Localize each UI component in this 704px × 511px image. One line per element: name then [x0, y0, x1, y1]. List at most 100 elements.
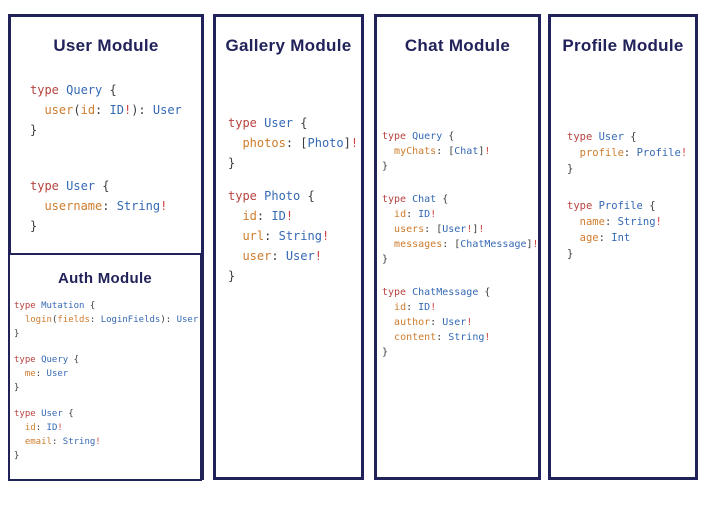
code-token: :	[271, 249, 286, 263]
code-token: id	[24, 423, 36, 433]
code-block: type Chat { id: ID! users: [User!]! mess…	[382, 192, 539, 267]
code-token	[30, 199, 44, 213]
code-token: : [	[285, 136, 308, 150]
code-token: !	[655, 216, 662, 228]
chat-module-title: Chat Module	[404, 36, 511, 55]
code-token	[14, 369, 25, 379]
code-block: type Query { myChats: [Chat]!}	[382, 129, 539, 174]
code-line: me: User	[14, 367, 198, 381]
code-line: photos: [Photo]!	[228, 133, 358, 153]
code-token: type	[228, 189, 265, 203]
code-token: }	[14, 451, 20, 461]
code-token: Photo	[307, 136, 344, 150]
code-token: ):	[160, 315, 177, 325]
code-token: :	[623, 147, 637, 159]
code-token: User	[285, 249, 315, 263]
code-token: type	[14, 301, 42, 311]
code-token	[14, 423, 25, 433]
code-token: {	[630, 131, 637, 143]
code-line: myChats: [Chat]!	[382, 144, 539, 159]
code-token: !	[350, 136, 359, 150]
code-block: type Photo { id: ID! url: String! user: …	[228, 186, 358, 286]
code-token	[30, 103, 44, 117]
code-token: type	[382, 131, 413, 142]
code-block: type Profile { name: String! age: Int}	[567, 198, 687, 262]
code-line: users: [User!]!	[382, 222, 539, 237]
code-token: String	[278, 229, 322, 243]
code-line: }	[14, 381, 198, 395]
code-line: }	[228, 153, 358, 173]
code-token: User	[264, 116, 301, 130]
code-token: type	[14, 409, 42, 419]
code-token: User	[66, 179, 103, 193]
code-token: User	[442, 317, 467, 328]
code-token: me	[24, 369, 36, 379]
profile-module-code: type User { profile: Profile!}type Profi…	[567, 129, 687, 283]
code-token: {	[484, 287, 491, 298]
code-line: type User {	[228, 113, 358, 133]
code-token: }	[567, 248, 574, 260]
code-token: }	[14, 329, 20, 339]
code-token: {	[300, 116, 308, 130]
code-token: type	[567, 200, 599, 212]
code-token: ]	[526, 239, 533, 250]
code-token: user	[44, 103, 74, 117]
code-token: :	[102, 199, 117, 213]
code-token: id	[394, 302, 407, 313]
code-token: Chat	[454, 146, 479, 157]
code-token	[14, 437, 25, 447]
code-line: type User {	[30, 176, 182, 196]
code-token: {	[442, 194, 449, 205]
code-token	[567, 232, 580, 244]
code-token: !	[680, 147, 688, 159]
code-token: User	[598, 131, 631, 143]
code-line: type Chat {	[382, 192, 539, 207]
code-token: type	[30, 179, 67, 193]
code-line: type Query {	[14, 353, 198, 367]
code-token: :	[35, 423, 47, 433]
code-token: fields	[57, 315, 90, 325]
code-block: type Query { me: User}	[14, 353, 198, 395]
code-line: username: String!	[30, 196, 182, 216]
code-token: users	[394, 224, 425, 235]
code-token	[382, 239, 394, 250]
code-token	[382, 224, 394, 235]
code-token: :	[264, 229, 279, 243]
code-token: type	[30, 83, 67, 97]
code-token: (	[51, 315, 58, 325]
code-line: }	[567, 246, 687, 262]
code-line: }	[382, 345, 539, 360]
code-token: type	[14, 355, 42, 365]
code-token: Profile	[598, 200, 650, 212]
code-token: !	[430, 209, 437, 220]
code-token: ]	[478, 146, 485, 157]
code-token	[567, 216, 580, 228]
auth-module-code: type Mutation { login(fields: LoginField…	[14, 299, 198, 475]
code-block: type User { id: ID! email: String!}	[14, 407, 198, 463]
code-token: user	[242, 249, 272, 263]
code-token: age	[579, 232, 599, 244]
code-token: name	[579, 216, 605, 228]
code-token: }	[14, 383, 20, 393]
code-token: :	[51, 437, 63, 447]
code-line: type User {	[567, 129, 687, 145]
code-token: ID	[271, 209, 286, 223]
code-token: LoginFields	[100, 315, 161, 325]
code-line: }	[14, 449, 198, 463]
code-token: !	[484, 146, 491, 157]
code-line: type Photo {	[228, 186, 358, 206]
code-line: }	[14, 327, 198, 341]
code-line: type Mutation {	[14, 299, 198, 313]
code-token: }	[228, 269, 236, 283]
code-token: profile	[579, 147, 624, 159]
code-line: }	[382, 159, 539, 174]
code-token: !	[57, 423, 63, 433]
code-token: content	[394, 332, 437, 343]
code-token: !	[160, 199, 168, 213]
code-token: User	[442, 224, 467, 235]
code-token: id	[394, 209, 407, 220]
code-token: ):	[131, 103, 153, 117]
user-module-code: type Query { user(id: ID!): User}type Us…	[30, 80, 182, 272]
code-token: {	[448, 131, 455, 142]
code-token: }	[382, 254, 389, 265]
